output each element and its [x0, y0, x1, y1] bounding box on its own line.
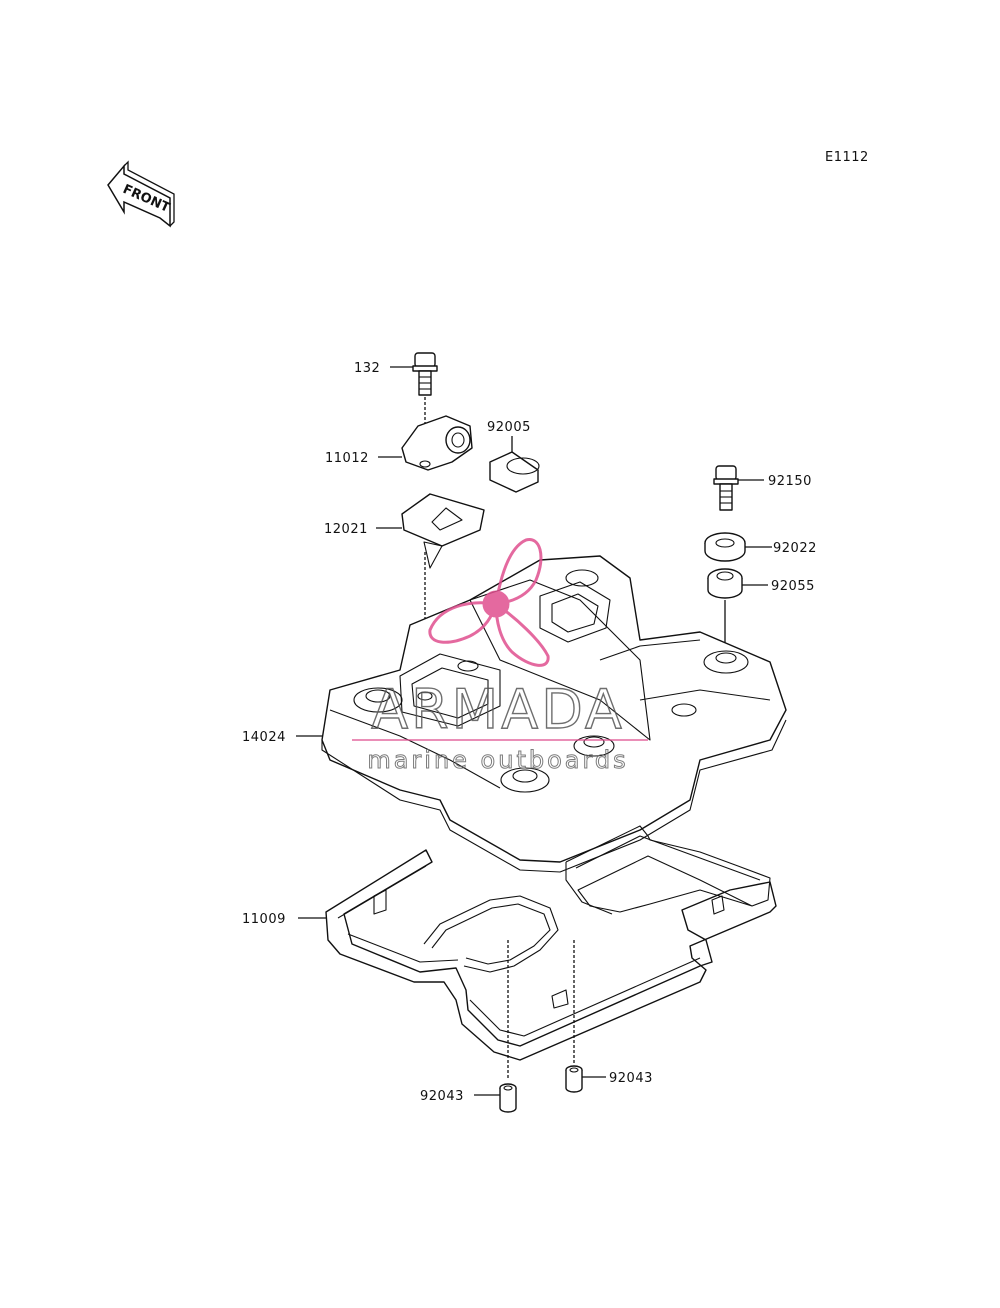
propeller-icon [428, 538, 550, 667]
part-number-92043-right: 92043 [609, 1071, 653, 1086]
part-number-92055: 92055 [771, 579, 815, 594]
fitting-92005 [489, 451, 540, 493]
bolt-132 [412, 352, 438, 396]
dowel-pin-92043-right [565, 1065, 583, 1093]
diagram-code: E1112 [825, 150, 869, 165]
watermark-brand: ARMADA [371, 678, 625, 741]
grommet-92055 [707, 568, 743, 599]
washer-92022 [704, 532, 746, 562]
part-number-132: 132 [354, 361, 380, 376]
part-number-14024: 14024 [242, 730, 286, 745]
part-number-92005: 92005 [487, 420, 531, 435]
bolt-92150 [713, 465, 739, 511]
gasket-12021 [401, 493, 485, 569]
part-number-92150: 92150 [768, 474, 812, 489]
front-arrow-icon: FRONT [107, 160, 175, 228]
gasket-11009 [325, 825, 777, 1061]
watermark-tagline: marine outboards [367, 746, 628, 774]
cap-11012 [401, 415, 473, 471]
part-number-92043-left: 92043 [420, 1089, 464, 1104]
dowel-pin-92043-left [499, 1083, 517, 1113]
part-number-12021: 12021 [324, 522, 368, 537]
part-number-92022: 92022 [773, 541, 817, 556]
part-number-11009: 11009 [242, 912, 286, 927]
part-number-11012: 11012 [325, 451, 369, 466]
armada-watermark-logo: ARMADA marine outboards [352, 538, 648, 775]
